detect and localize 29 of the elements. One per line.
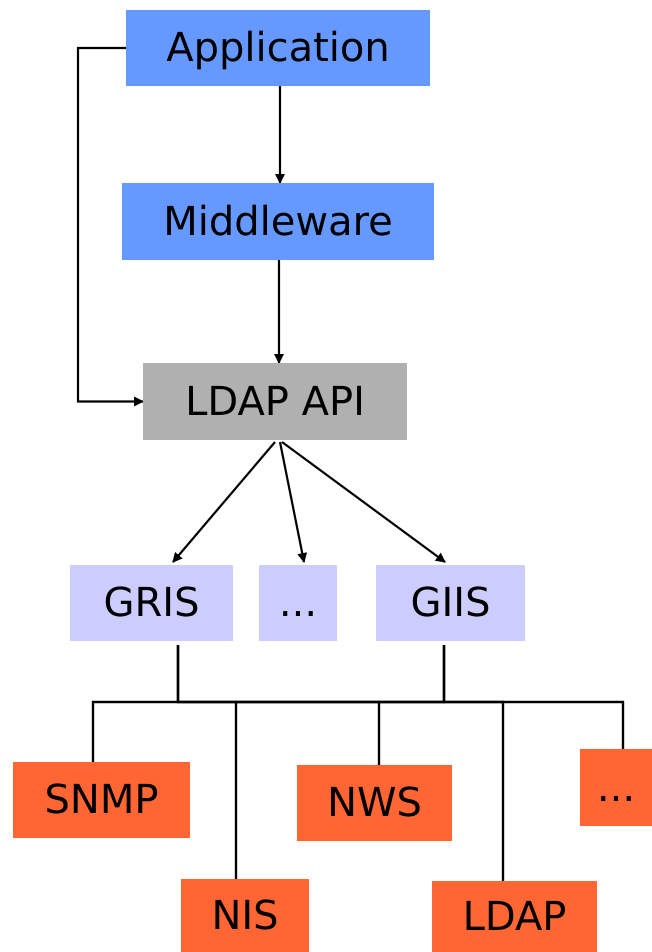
arrow — [278, 442, 308, 563]
node-label: GRIS — [104, 580, 200, 626]
node-label: NIS — [211, 892, 279, 938]
node-label: ... — [278, 580, 318, 626]
node-label: LDAP — [462, 894, 566, 940]
service-box — [259, 565, 337, 641]
arrow — [275, 86, 285, 184]
source-box — [580, 749, 652, 826]
source-box — [13, 762, 190, 838]
arrow — [76, 46, 144, 406]
api-box — [143, 363, 407, 440]
process-box — [122, 183, 434, 260]
source-box — [181, 879, 309, 952]
source-box — [297, 765, 452, 841]
node-label: GIIS — [410, 580, 490, 626]
arrow — [281, 441, 446, 563]
service-box — [70, 565, 233, 641]
arrow — [172, 441, 276, 563]
arrow — [274, 260, 284, 364]
service-box — [376, 565, 525, 641]
source-box — [432, 881, 597, 952]
node-label: LDAP API — [185, 378, 365, 424]
connector-line — [442, 645, 624, 749]
node-label: SNMP — [44, 777, 158, 823]
node-label: Application — [166, 25, 390, 71]
process-box — [126, 10, 430, 86]
node-label: Middleware — [163, 198, 393, 244]
node-label: NWS — [327, 780, 422, 826]
node-label: ... — [596, 764, 636, 810]
